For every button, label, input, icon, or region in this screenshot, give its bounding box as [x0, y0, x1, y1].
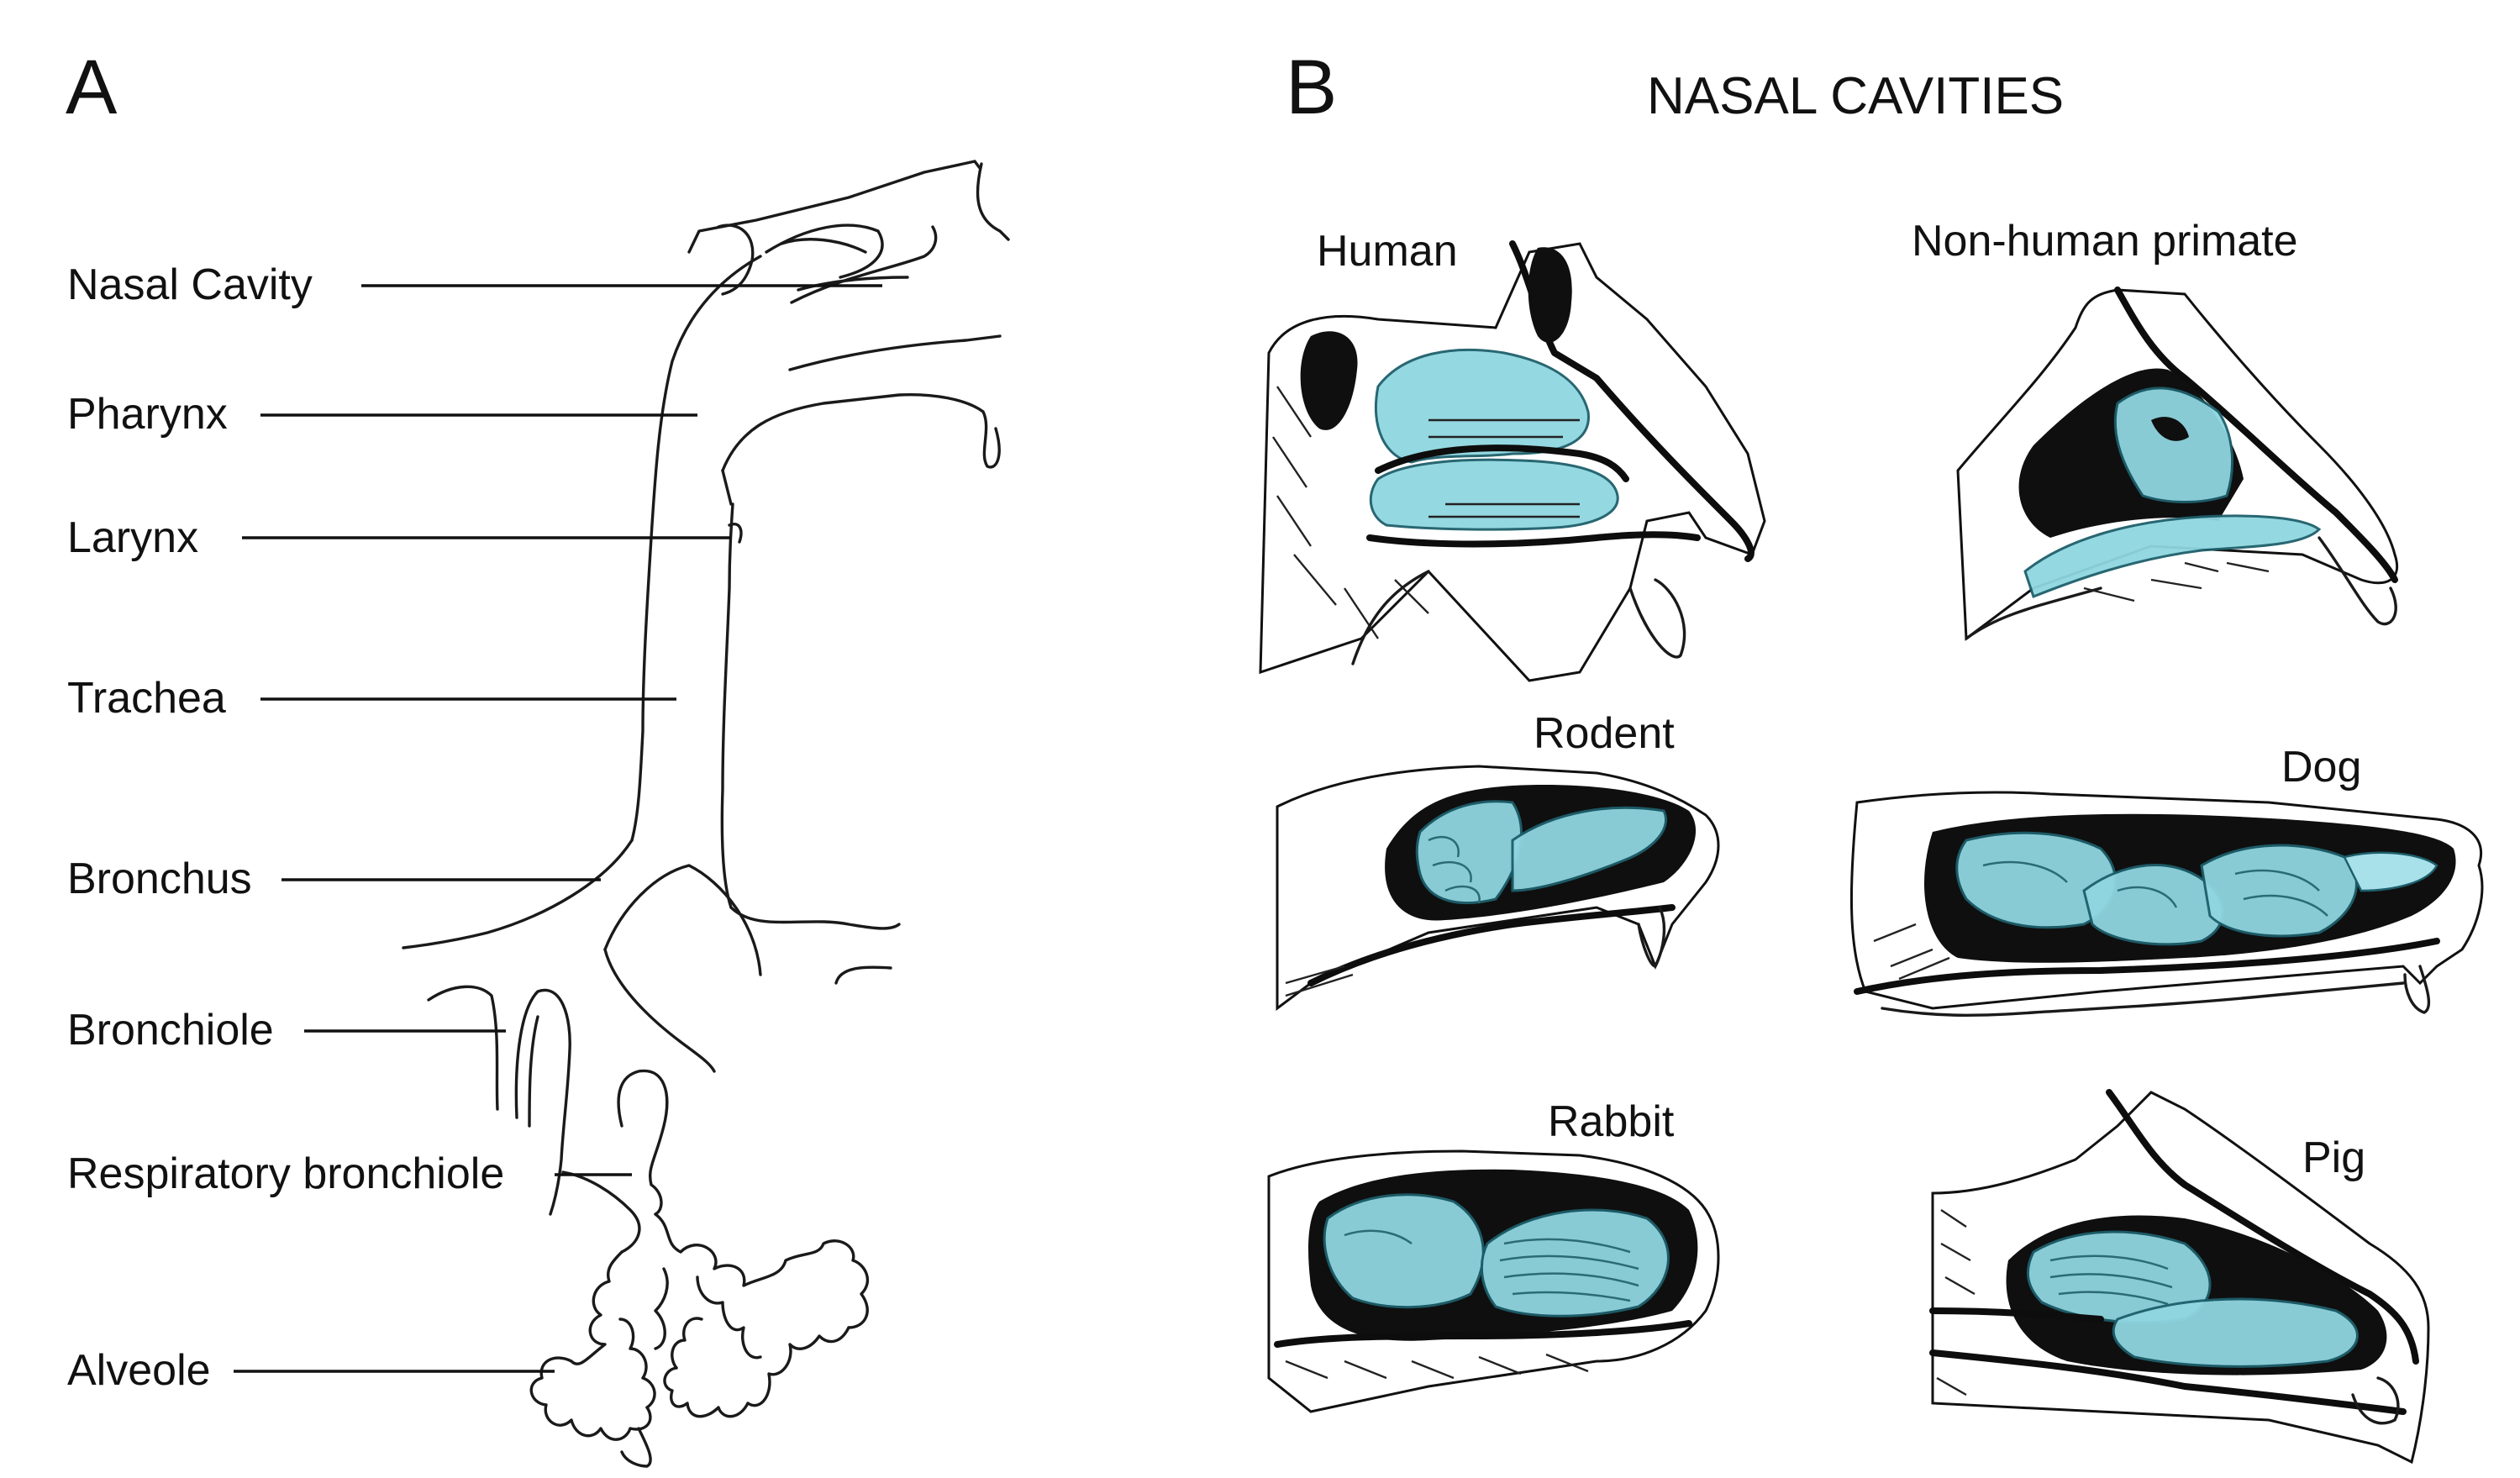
- label-larynx: Larynx: [67, 513, 198, 562]
- label-nasal-cavity: Nasal Cavity: [67, 260, 313, 309]
- nasal-cavity-rodent: Rodent: [1276, 709, 1720, 1011]
- label-pharynx: Pharynx: [67, 390, 228, 439]
- panel-a-letter: A: [66, 45, 118, 130]
- nasal-cavity-human: Human: [1259, 227, 1766, 682]
- panel-a: A: [66, 45, 1010, 1468]
- panel-b-letter: B: [1286, 45, 1337, 130]
- nasal-cavity-rabbit: Rabbit: [1267, 1097, 1720, 1413]
- label-rodent: Rodent: [1534, 709, 1675, 758]
- panel-b: B NASAL CAVITIES Human: [1259, 45, 2484, 1465]
- airway-diagram: [402, 160, 1010, 1468]
- label-human: Human: [1317, 227, 1458, 276]
- nasal-cavity-dog: Dog: [1849, 743, 2484, 1017]
- label-respiratory-bronchiole: Respiratory bronchiole: [67, 1149, 504, 1198]
- nasal-cavity-non-human-primate: Non-human primate: [1912, 217, 2399, 641]
- label-bronchus: Bronchus: [67, 855, 252, 903]
- label-trachea: Trachea: [67, 674, 226, 723]
- label-rabbit: Rabbit: [1548, 1097, 1675, 1146]
- label-non-human-primate: Non-human primate: [1912, 217, 2298, 266]
- panel-b-title: NASAL CAVITIES: [1647, 67, 2064, 125]
- label-bronchiole: Bronchiole: [67, 1006, 274, 1055]
- label-dog: Dog: [2281, 743, 2361, 792]
- nasal-cavity-pig: Pig: [1929, 1089, 2430, 1465]
- label-pig: Pig: [2302, 1133, 2365, 1182]
- label-alveole: Alveole: [67, 1346, 211, 1395]
